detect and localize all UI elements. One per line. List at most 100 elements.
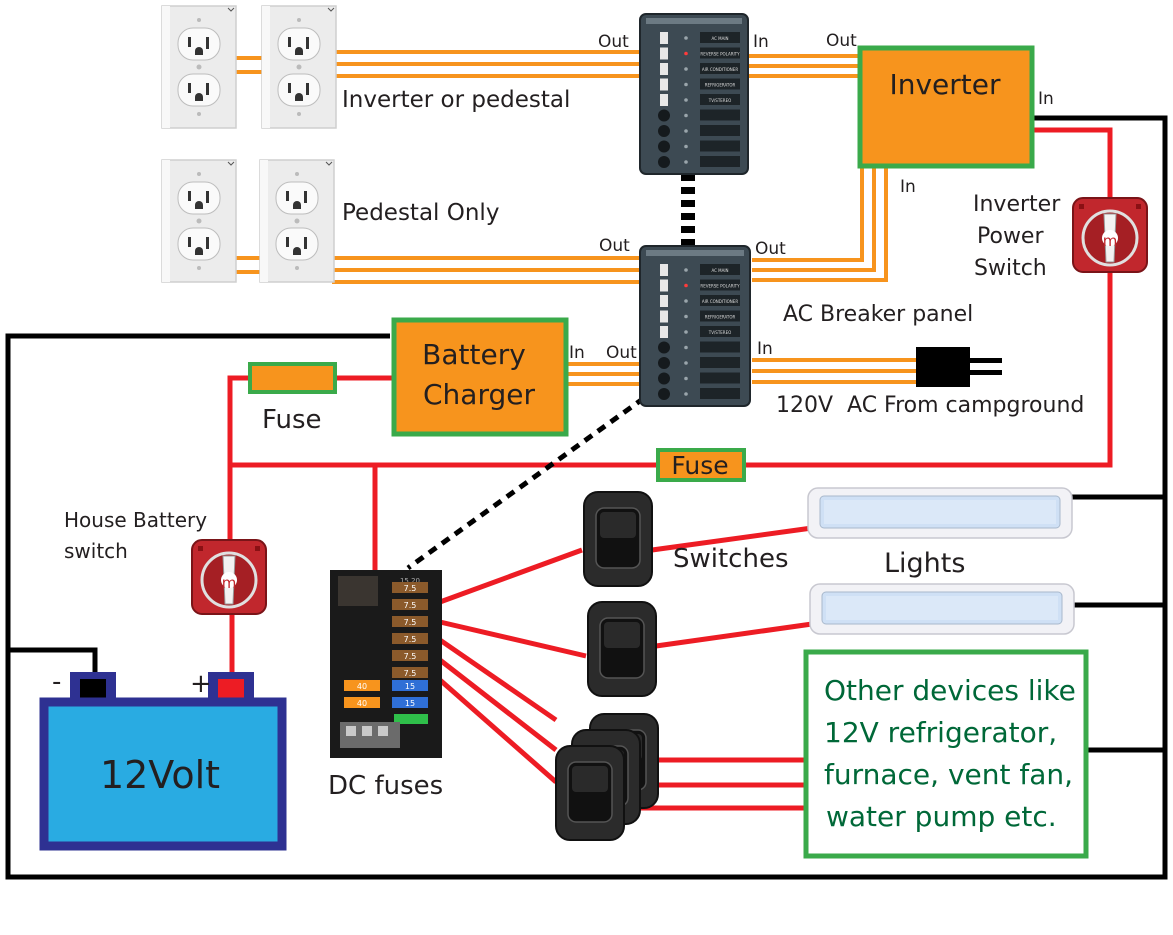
rocker-switch-5: [555, 745, 625, 841]
fuse-value: 7.5: [404, 635, 417, 644]
breaker-label-plate: [700, 279, 740, 291]
label-inverter-or-pedestal: Inverter or pedestal: [342, 87, 570, 113]
battery-label: 12Volt: [100, 753, 220, 797]
inverter-label: Inverter: [889, 68, 1001, 101]
breaker-label-plate: [700, 310, 740, 322]
battery-positive-terminal-label: +: [190, 669, 212, 699]
fuse-slot: [392, 599, 428, 610]
breaker-knockout: [658, 156, 670, 168]
rocker-switch-1: [583, 491, 653, 587]
breaker-label: REFRIGERATOR: [705, 83, 736, 88]
charger-fuse: [248, 362, 337, 394]
inverter-power-switch: m: [1071, 196, 1149, 274]
panel-to-fuse-link: [406, 395, 646, 571]
breaker-label-plate: [700, 295, 740, 306]
label-charger-in: In: [569, 343, 585, 363]
led-light-2: [809, 583, 1075, 635]
fuse-value: 7.5: [404, 652, 417, 661]
breaker-indicator: [684, 345, 688, 350]
breaker-label: AIR CONDITIONER: [702, 299, 738, 304]
label-bottom-panel-in: In: [757, 339, 773, 359]
label-switches: Switches: [673, 544, 789, 574]
breaker-toggle: [660, 295, 668, 307]
switch-glyph: m: [222, 574, 237, 592]
breaker-label: REVERSE POLARITY: [700, 52, 740, 57]
breaker-label: TV/STEREO: [708, 330, 732, 335]
breaker-label-plate: [700, 341, 740, 353]
breaker-knockout: [658, 372, 670, 385]
label-top-panel-out: Out: [598, 32, 629, 52]
fuse-value: 7.5: [404, 584, 417, 593]
breaker-toggle: [660, 310, 668, 323]
label-inverter-power-switch-1: Inverter: [973, 192, 1061, 217]
breaker-label-plate: [700, 372, 740, 384]
breaker-indicator: [684, 314, 688, 319]
label-bottom-panel-out-left: Out: [599, 236, 630, 256]
breaker-indicator: [684, 160, 688, 164]
label-inverter-power-switch-3: Switch: [974, 256, 1047, 281]
fuse-slot: [394, 714, 428, 724]
breaker-toggle: [660, 78, 668, 91]
breaker-label-plate: [700, 32, 740, 43]
label-bottom-panel-out-charger: Out: [606, 343, 637, 363]
other-devices-line-1: Other devices like: [824, 674, 1076, 707]
label-inverter-power-switch-2: Power: [977, 224, 1044, 249]
breaker-toggle: [660, 63, 668, 75]
breaker-indicator: [684, 98, 688, 102]
house-battery-switch: m: [190, 538, 268, 616]
label-pedestal-only: Pedestal Only: [342, 200, 499, 226]
outlet-2: [261, 5, 337, 129]
breaker-indicator: [684, 392, 688, 396]
label-lights: Lights: [884, 548, 965, 579]
fuse-value: 7.5: [404, 669, 417, 678]
breaker-toggle: [660, 279, 668, 292]
ac-wires: [236, 50, 918, 386]
battery-negative-terminal-label: -: [52, 667, 61, 697]
other-devices-line-3: furnace, vent fan,: [824, 758, 1073, 791]
fuse-slot: [392, 680, 428, 691]
outlet-4: [259, 159, 335, 283]
other-devices-line-2: 12V refrigerator,: [824, 716, 1057, 749]
fuse-block-title: 15 20: [400, 577, 420, 585]
breaker-indicator: [684, 283, 688, 288]
breaker-label-plate: [700, 109, 740, 121]
fuse-slot: [392, 697, 428, 708]
breaker-label-plate: [700, 125, 740, 136]
breaker-label-plate: [700, 156, 740, 167]
breaker-indicator: [684, 268, 688, 272]
breaker-indicator: [684, 129, 688, 133]
breaker-knockout: [658, 388, 670, 400]
breaker-label: AC MAIN: [711, 268, 728, 273]
fuse-slot: [392, 633, 428, 644]
breaker-knockout: [658, 341, 670, 354]
breaker-toggle: [660, 264, 668, 276]
shore-power-plug: [916, 347, 1002, 387]
fuse-value: 15: [405, 682, 415, 691]
other-devices-box: Other devices like 12V refrigerator, fur…: [803, 649, 1089, 859]
fuse-slot: [392, 650, 428, 661]
breaker-indicator: [684, 51, 688, 56]
switch-glyph: m: [1103, 232, 1118, 250]
inverter-fuse-label: Fuse: [671, 451, 728, 480]
breaker-indicator: [684, 36, 688, 40]
ground-wires: [5, 115, 1168, 880]
breaker-label-plate: [700, 140, 740, 152]
fuse-slot: [344, 697, 380, 708]
breaker-toggle: [660, 94, 668, 106]
label-charger-fuse: Fuse: [262, 405, 322, 435]
breaker-label-plate: [700, 357, 740, 368]
fuse-value: 15: [405, 699, 415, 708]
fuse-value: 7.5: [404, 618, 417, 627]
breaker-label: AIR CONDITIONER: [702, 67, 738, 72]
fuse-value: 40: [357, 682, 367, 691]
breaker-indicator: [684, 113, 688, 118]
fuse-slot: [392, 667, 428, 678]
fuse-value: 40: [357, 699, 367, 708]
label-ac-from-campground: 120V AC From campground: [776, 393, 1084, 418]
breaker-indicator: [684, 330, 688, 334]
battery-charger-label-1: Battery: [422, 338, 526, 371]
breaker-label-plate: [700, 63, 740, 74]
label-inverter-out: Out: [826, 31, 857, 51]
